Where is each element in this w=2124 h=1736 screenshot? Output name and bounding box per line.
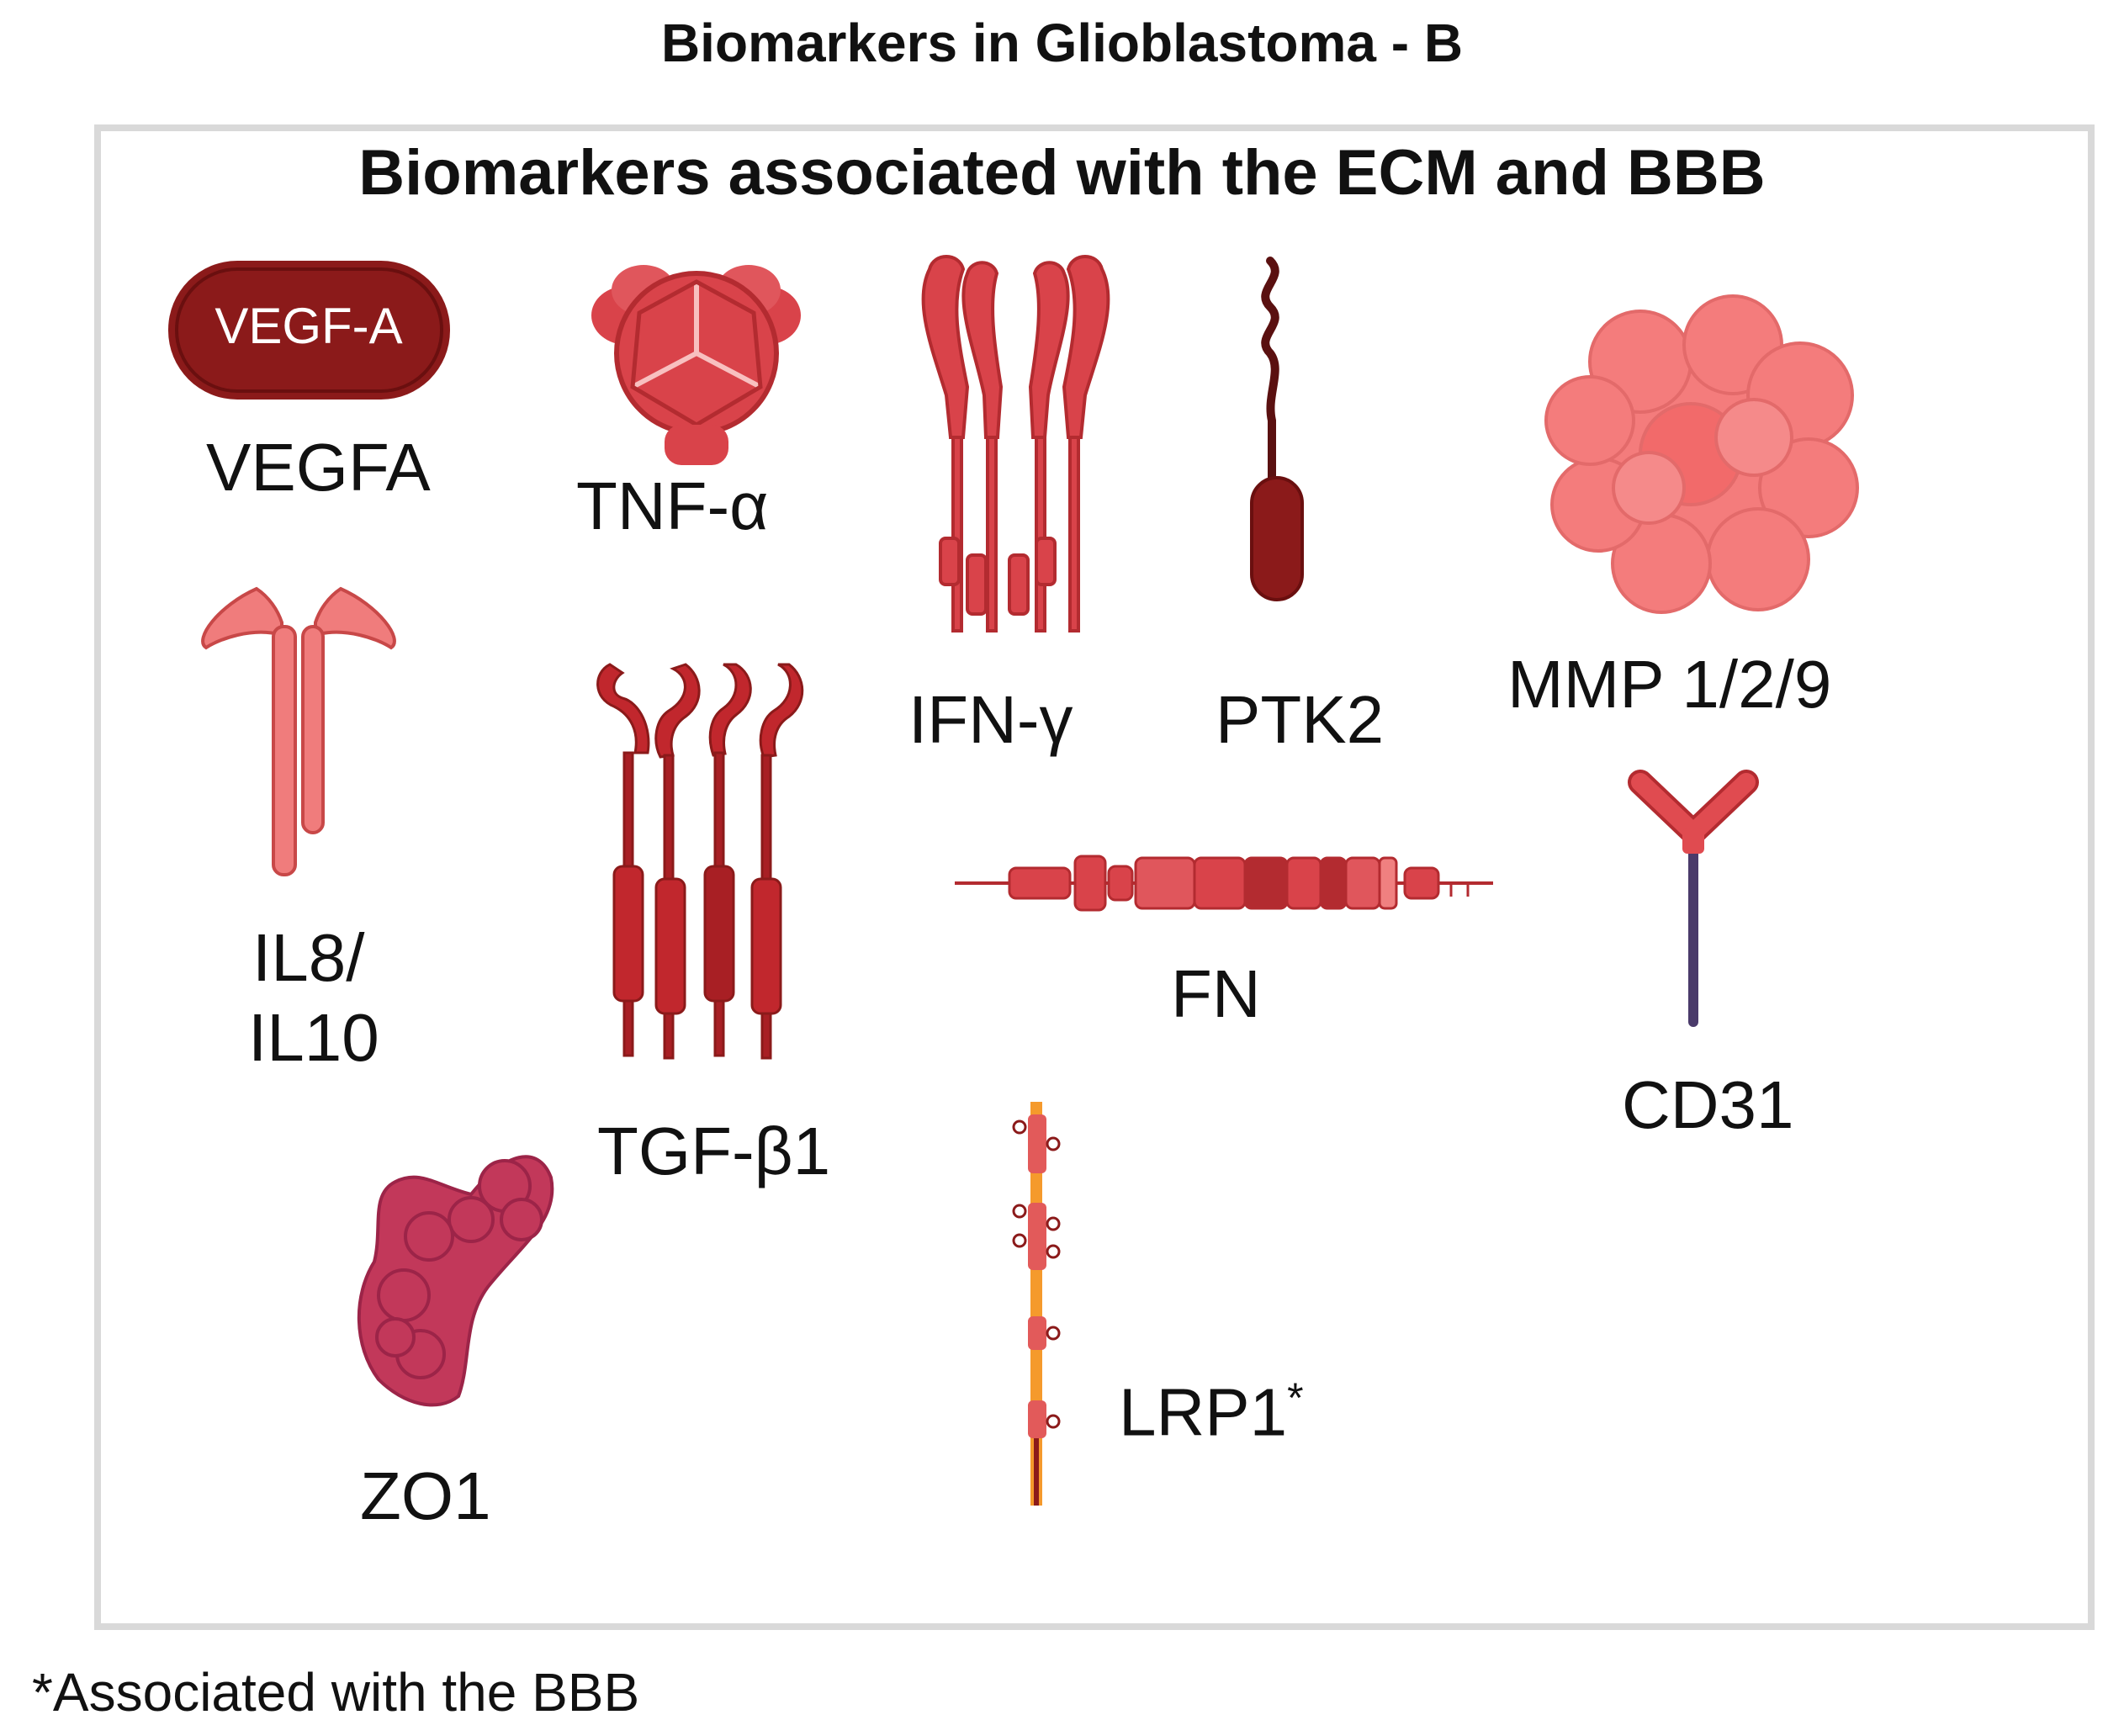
label-tnf-alpha: TNF-α [576,468,769,543]
tgf-beta-receptor-icon [596,663,804,1060]
il-receptor-icon [201,586,396,876]
label-lrp1: LRP1* [1119,1375,1304,1450]
panel-frame [94,124,2095,1630]
panel-heading: Biomarkers associated with the ECM and B… [358,137,1766,209]
label-cd31: CD31 [1622,1067,1794,1142]
label-ptk2: PTK2 [1216,682,1385,757]
label-il10: IL10 [248,1000,379,1075]
label-il8: IL8/ [252,920,365,995]
lrp1-receptor-icon [1012,1102,1061,1506]
label-lrp1-text: LRP1 [1119,1374,1288,1450]
vegf-a-badge-text: VEGF-A [215,298,402,354]
label-zo1: ZO1 [360,1458,491,1533]
cd31-y-receptor-icon [1628,770,1759,1027]
zo1-protein-blob-icon [357,1155,554,1407]
footnote: *Associated with the BBB [32,1662,640,1723]
label-tgf-beta1: TGF-β1 [597,1114,831,1188]
fibronectin-chain-icon [955,855,1493,912]
label-lrp1-asterisk: * [1287,1374,1304,1421]
label-mmp: MMP 1/2/9 [1507,647,1832,722]
label-vegfa: VEGFA [206,430,431,505]
ifn-gamma-receptor-icon [921,255,1110,632]
label-fn: FN [1171,956,1261,1031]
tnf-alpha-trimer-icon [591,265,801,465]
vegf-a-protein-icon: VEGF-A [168,261,450,400]
mmp-protein-blob-icon [1544,294,1859,614]
figure-title: Biomarkers in Glioblastoma - B [660,13,1464,73]
ptk2-kinase-icon [1250,257,1304,601]
label-ifn-gamma: IFN-γ [908,682,1073,757]
